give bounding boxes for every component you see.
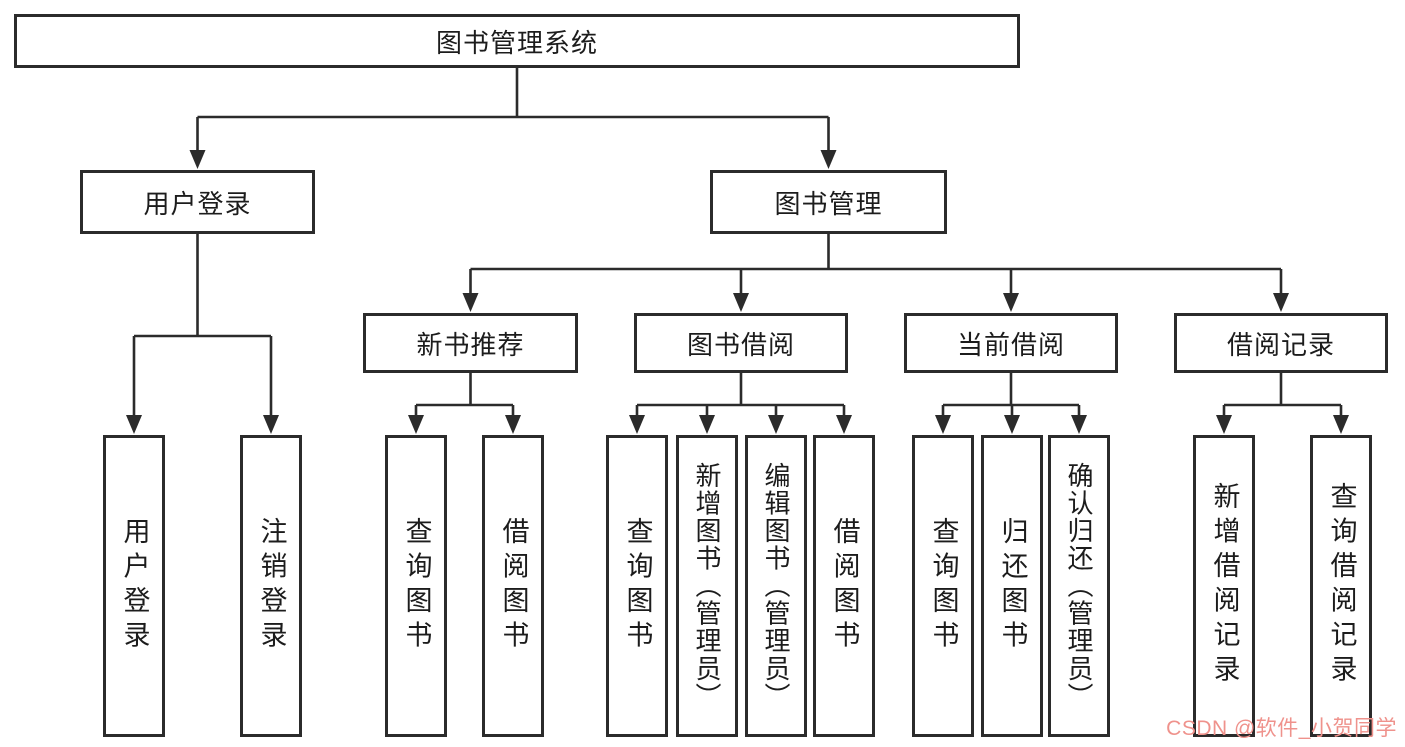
leaf-query-borrow-record-label: 查询借阅记录 <box>1326 482 1357 690</box>
connector-new-book-recommend-group <box>414 373 515 420</box>
node-current-borrow: 当前借阅 <box>904 313 1118 373</box>
node-new-book-recommend: 新书推荐 <box>363 313 578 373</box>
node-new-book-recommend-label: 新书推荐 <box>416 329 525 360</box>
leaf-borrow-books-label: 借阅图书 <box>829 516 860 656</box>
node-user-login-label: 用户登录 <box>143 188 252 219</box>
leaf-confirm-return-admin-label: 确认归还（管理员） <box>1064 461 1094 711</box>
node-current-borrow-label: 当前借阅 <box>956 329 1065 360</box>
leaf-user-login-label: 用户登录 <box>119 516 150 656</box>
arrowheads <box>126 150 1349 434</box>
leaf-add-borrow-record: 新增借阅记录 <box>1193 435 1255 737</box>
leaf-return-books: 归还图书 <box>981 435 1043 737</box>
leaf-edit-book-admin-label: 编辑图书（管理员） <box>761 461 791 711</box>
leaf-borrow-books: 借阅图书 <box>813 435 875 737</box>
leaf-query-books-current: 查询图书 <box>912 435 974 737</box>
node-root-system-label: 图书管理系统 <box>435 27 598 58</box>
connector-book-management-group <box>469 234 1283 298</box>
watermark-text: CSDN @软件_小贺同学 <box>1166 717 1397 740</box>
leaf-logout: 注销登录 <box>240 435 302 737</box>
connector-user-login-group <box>132 234 273 420</box>
node-book-borrow: 图书借阅 <box>634 313 848 373</box>
leaf-query-borrow-record: 查询借阅记录 <box>1310 435 1372 737</box>
leaf-add-book-admin-label: 新增图书（管理员） <box>692 461 722 711</box>
leaf-borrow-books-recommend-label: 借阅图书 <box>498 516 529 656</box>
leaf-query-books-recommend: 查询图书 <box>385 435 447 737</box>
node-user-login: 用户登录 <box>80 170 315 234</box>
leaf-query-books-current-label: 查询图书 <box>928 516 959 656</box>
leaf-query-books-recommend-label: 查询图书 <box>401 516 432 656</box>
leaf-query-books-borrow: 查询图书 <box>606 435 668 737</box>
leaf-logout-label: 注销登录 <box>256 516 287 656</box>
leaf-add-book-admin: 新增图书（管理员） <box>676 435 738 737</box>
connector-borrow-records-group <box>1222 373 1343 420</box>
connector-current-borrow-group <box>941 373 1081 420</box>
connector-book-borrow-group <box>635 373 846 420</box>
node-root-system: 图书管理系统 <box>14 14 1020 68</box>
leaf-add-borrow-record-label: 新增借阅记录 <box>1209 482 1240 690</box>
leaf-return-books-label: 归还图书 <box>997 516 1028 656</box>
node-borrow-records-label: 借阅记录 <box>1226 329 1335 360</box>
node-book-management: 图书管理 <box>710 170 947 234</box>
node-book-borrow-label: 图书借阅 <box>686 329 795 360</box>
node-book-management-label: 图书管理 <box>774 188 883 219</box>
leaf-confirm-return-admin: 确认归还（管理员） <box>1048 435 1110 737</box>
leaf-query-books-borrow-label: 查询图书 <box>622 516 653 656</box>
node-borrow-records: 借阅记录 <box>1174 313 1388 373</box>
leaf-borrow-books-recommend: 借阅图书 <box>482 435 544 737</box>
connector-root-to-level2 <box>196 68 830 155</box>
leaf-edit-book-admin: 编辑图书（管理员） <box>745 435 807 737</box>
leaf-user-login: 用户登录 <box>103 435 165 737</box>
